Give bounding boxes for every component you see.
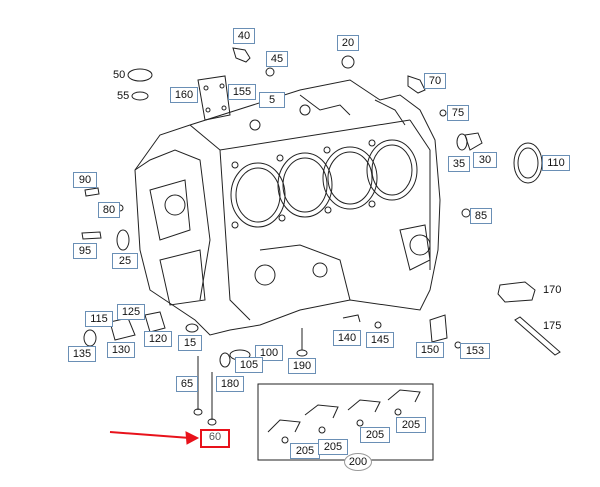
callout-5[interactable]: 5 <box>259 92 285 108</box>
callout-85[interactable]: 85 <box>470 208 492 224</box>
callout-190[interactable]: 190 <box>288 358 316 374</box>
callout-200[interactable]: 200 <box>344 453 372 471</box>
callout-95[interactable]: 95 <box>73 243 97 259</box>
callout-155[interactable]: 155 <box>228 84 256 100</box>
callout-160[interactable]: 160 <box>170 87 198 103</box>
callout-60-highlighted[interactable]: 60 <box>200 429 230 448</box>
callout-205-c[interactable]: 205 <box>360 427 390 443</box>
callout-180[interactable]: 180 <box>216 376 244 392</box>
callout-105[interactable]: 105 <box>235 357 263 373</box>
red-arrow <box>109 431 200 445</box>
callout-125[interactable]: 125 <box>117 304 145 320</box>
callout-75[interactable]: 75 <box>447 105 469 121</box>
callout-45[interactable]: 45 <box>266 51 288 67</box>
callout-120[interactable]: 120 <box>144 331 172 347</box>
callout-35[interactable]: 35 <box>448 156 470 172</box>
callout-110[interactable]: 110 <box>542 155 570 171</box>
callout-70[interactable]: 70 <box>424 73 446 89</box>
callout-40[interactable]: 40 <box>233 28 255 44</box>
callout-153[interactable]: 153 <box>460 343 490 359</box>
callout-25[interactable]: 25 <box>112 253 138 269</box>
callout-205-a[interactable]: 205 <box>290 443 320 459</box>
callout-205-b[interactable]: 205 <box>318 439 348 455</box>
callout-50[interactable]: 50 <box>113 69 126 81</box>
callout-175[interactable]: 175 <box>543 320 562 332</box>
callout-150[interactable]: 150 <box>416 342 444 358</box>
callout-170[interactable]: 170 <box>543 284 562 296</box>
callout-20[interactable]: 20 <box>337 35 359 51</box>
callout-140[interactable]: 140 <box>333 330 361 346</box>
callout-90[interactable]: 90 <box>73 172 97 188</box>
callout-55[interactable]: 55 <box>117 90 130 102</box>
callout-65[interactable]: 65 <box>176 376 198 392</box>
callout-80[interactable]: 80 <box>98 202 120 218</box>
callout-145[interactable]: 145 <box>366 332 394 348</box>
callout-115[interactable]: 115 <box>85 311 113 327</box>
callout-15[interactable]: 15 <box>178 335 202 351</box>
callout-30[interactable]: 30 <box>473 152 497 168</box>
callout-205-d[interactable]: 205 <box>396 417 426 433</box>
callout-135[interactable]: 135 <box>68 346 96 362</box>
callout-130[interactable]: 130 <box>107 342 135 358</box>
